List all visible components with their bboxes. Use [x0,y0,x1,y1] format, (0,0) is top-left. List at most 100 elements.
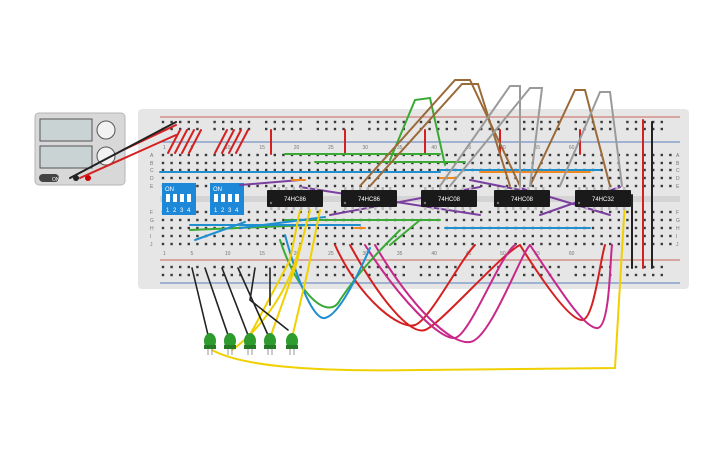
column-number-bottom: 1 [163,251,166,257]
hole [179,153,182,157]
led-3[interactable] [244,333,256,355]
hole [282,184,285,188]
magenta-wires[interactable] [364,244,613,344]
hole [652,153,655,157]
hole [574,210,577,214]
gray-wires[interactable] [439,85,623,187]
hole [626,153,629,157]
rail-hole [523,265,526,269]
chip-pin [351,207,354,210]
dip-switch-1[interactable]: ON 1 2 3 4 [162,183,196,215]
hole [652,184,655,188]
hole [514,161,517,165]
hole [523,176,526,180]
hole [161,176,165,180]
row-letter: G [676,218,680,224]
hole [316,226,319,230]
rail-hole [402,120,405,124]
hole [411,210,414,214]
hole [557,184,560,188]
hole [428,226,431,230]
ic-chips[interactable]: 74HC86 74HC86 74HC08 74HC08 74HC32 [267,187,631,210]
led-5[interactable] [286,333,298,355]
power-switch[interactable] [39,174,59,182]
ic-chip-2[interactable]: 74HC86 [341,187,397,210]
yellow-wires[interactable] [211,199,626,372]
chip-body [341,190,397,207]
led-1[interactable] [204,333,216,355]
chip-pin [615,187,618,190]
hole [643,242,646,246]
ic-chip-4[interactable]: 74HC08 [494,187,550,210]
voltage-knob[interactable] [96,120,116,140]
wires[interactable] [69,79,653,372]
rail-hole [505,127,509,131]
hole [170,234,173,238]
dip-toggle-1[interactable] [166,194,170,202]
rail-hole [402,265,405,269]
hole [385,184,388,188]
positive-terminal[interactable] [85,175,91,181]
dip-pos-3: 3 [228,208,232,214]
red-wires[interactable] [167,119,644,332]
led-4[interactable] [264,333,276,355]
hole [634,242,638,246]
chip-pin [366,187,369,190]
power-supply[interactable]: ON [34,112,126,186]
row-letter: C [676,168,680,174]
dip-toggle-3[interactable] [228,194,232,202]
rail-hole [523,127,526,131]
dip-toggle-4[interactable] [235,194,239,202]
row-letter: D [676,176,680,182]
hole [428,168,431,172]
leds[interactable] [204,333,298,355]
dip-switch-2[interactable]: ON 1 2 3 4 [210,183,244,215]
hole [282,226,285,230]
dip-toggle-2[interactable] [173,194,177,202]
rail-hole [540,120,543,124]
power-black-lead[interactable] [69,121,177,179]
hole [531,242,534,246]
brown-wires[interactable] [359,79,611,187]
dip-pos-2: 2 [173,208,177,214]
dip-toggle-2[interactable] [221,194,225,202]
chip-pin [300,207,303,210]
hole [566,218,569,222]
rail-hole [488,273,491,277]
chip-pin [578,207,581,210]
hole [376,242,380,246]
hole [179,176,182,180]
rail-hole [265,265,268,269]
green-wires[interactable] [189,96,466,309]
hole [488,184,491,188]
power-red-lead-2[interactable] [79,134,177,179]
row-letter: I [676,234,677,240]
hole [480,234,483,238]
dip-toggle-1[interactable] [214,194,218,202]
rail-hole [574,265,577,269]
column-number-top: 40 [431,145,437,151]
hole [488,210,491,214]
hole [497,210,500,214]
hole [239,168,242,172]
chip-pin [519,207,522,210]
dip-toggle-3[interactable] [180,194,184,202]
hole [583,242,586,246]
rail-hole [213,120,216,124]
chip-pin [439,207,442,210]
hole [316,168,319,172]
hole [548,218,552,222]
row-letter: H [676,226,680,232]
led-base [204,345,216,349]
ic-chip-3[interactable]: 74HC08 [421,187,477,210]
hole [669,218,672,222]
orange-wires[interactable] [291,171,591,229]
ic-chip-1[interactable]: 74HC86 [267,187,323,210]
led-black-leads[interactable] [191,267,289,336]
hole [643,176,646,180]
hole [239,176,242,180]
led-2[interactable] [224,333,236,355]
dip-toggle-4[interactable] [187,194,191,202]
rail-hole [454,127,457,131]
ic-chip-5[interactable]: 74HC32 [575,187,631,210]
